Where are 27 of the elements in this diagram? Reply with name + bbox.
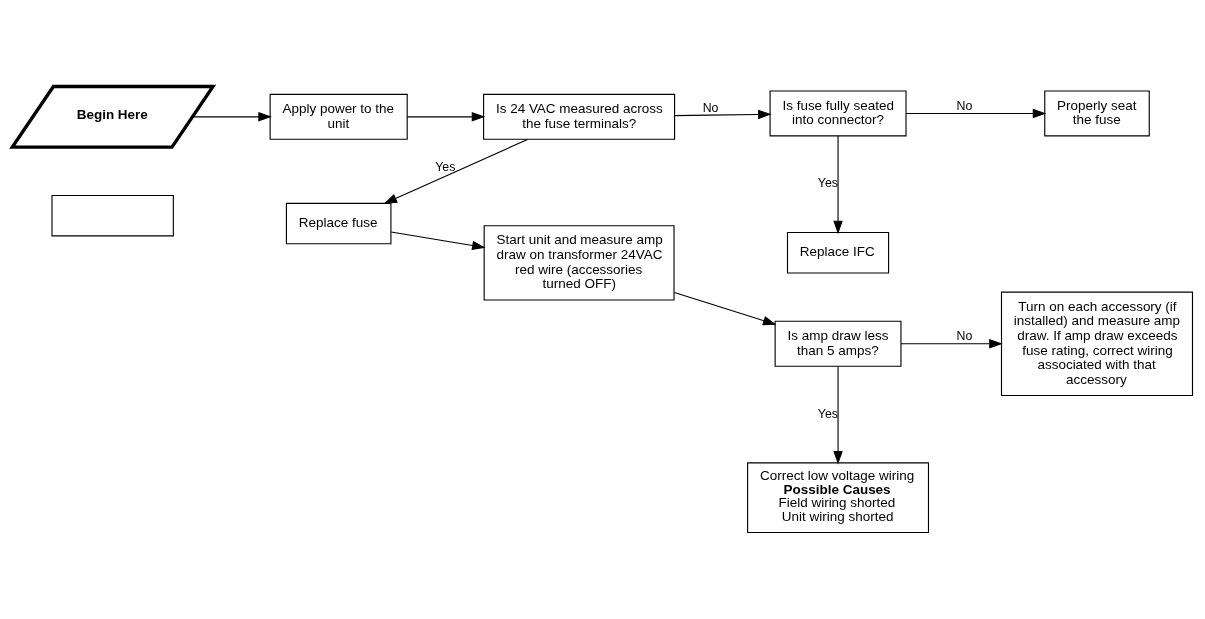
arrow [833, 135, 843, 235]
arrow [406, 112, 486, 122]
arrow [900, 339, 1003, 349]
edge-label: Yes [435, 159, 456, 174]
node-box: Start unit and measure amp draw on transformer 24VAC red wire (accessories turned OFF) [483, 225, 675, 301]
arrow [383, 138, 528, 204]
node-box: Correct low voltage wiring Possible Causes Field wiring shorted Unit wiring shorted [747, 462, 930, 534]
edge-label: No [956, 98, 973, 113]
arrow [390, 231, 486, 251]
node-box: Replace fuse [285, 202, 392, 245]
edge-label: No [956, 329, 973, 344]
node-box: Apply power to the unit [269, 93, 408, 140]
node-box: Is 24 VAC measured across the fuse terminals? [483, 93, 676, 140]
arrow [833, 366, 843, 465]
arrow [192, 112, 272, 122]
node-box: Properly seat the fuse [1044, 90, 1150, 137]
node-box [51, 194, 174, 237]
edge-label: No [702, 101, 719, 116]
node-box: Replace IFC [786, 232, 890, 274]
node-box: Is fuse fully seated into connector? [769, 90, 907, 137]
edge-label: Yes [817, 176, 838, 191]
node-box: Turn on each accessory (if installed) and measure amp draw. If amp draw exceeds fuse rating, correct wiring associated with that accessory [1000, 291, 1194, 396]
arrow [674, 109, 772, 120]
arrow [905, 108, 1047, 119]
node-box: Is amp draw less than 5 amps? [774, 320, 902, 367]
arrow [673, 292, 777, 326]
edge-label: Yes [817, 406, 838, 421]
